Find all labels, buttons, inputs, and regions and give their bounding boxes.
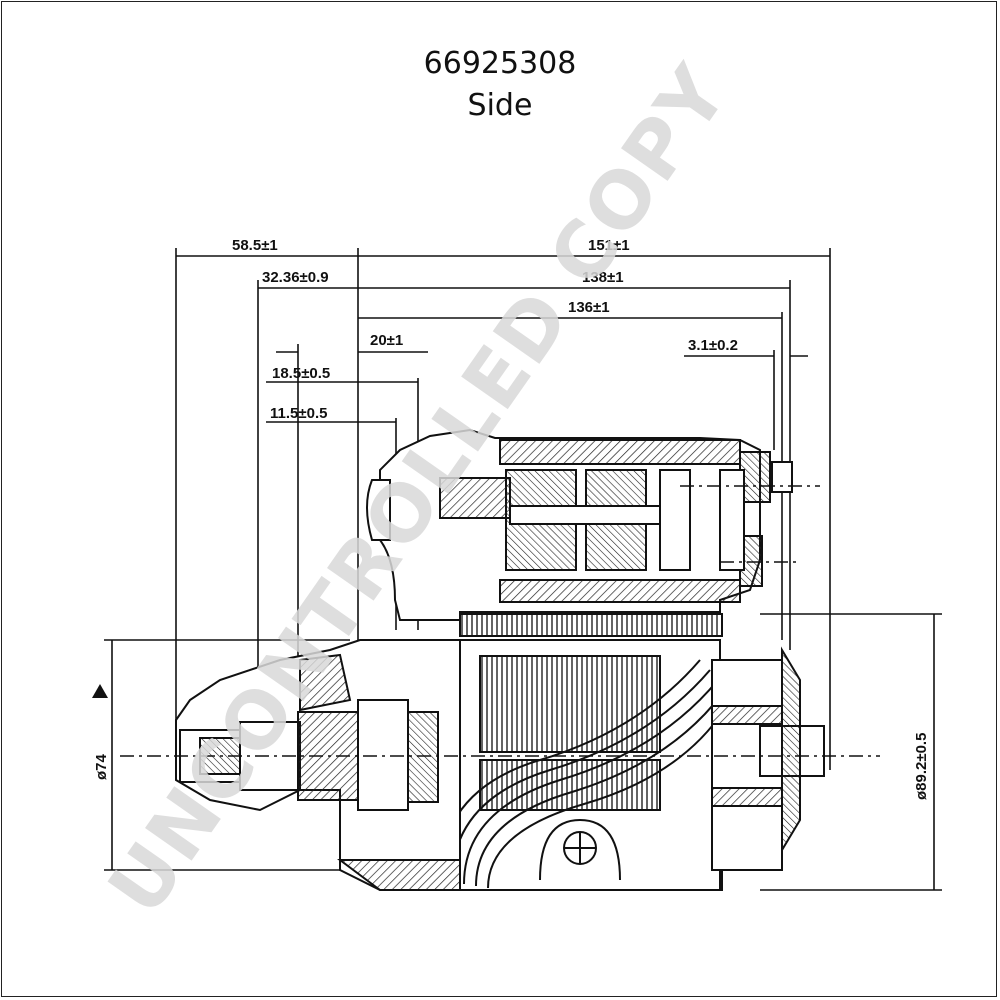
dim-32-36: 32.36±0.9 xyxy=(262,269,329,286)
dim-20: 20±1 xyxy=(370,332,403,349)
dim-18-5: 18.5±0.5 xyxy=(272,365,330,382)
centerlines xyxy=(120,485,880,757)
view-label: Side xyxy=(467,88,533,123)
dim-74: ø74 xyxy=(93,753,110,780)
dim-138: 138±1 xyxy=(582,269,624,286)
part-number-title: 66925308 xyxy=(423,46,577,81)
dim-11-5: 11.5±0.5 xyxy=(270,405,327,422)
dim-136: 136±1 xyxy=(568,299,610,316)
dim-3-1: 3.1±0.2 xyxy=(688,337,738,354)
dim-58-5: 58.5±1 xyxy=(232,237,278,254)
dim-151: 151±1 xyxy=(588,237,630,254)
datum-triangle-icon xyxy=(92,684,108,698)
dim-89-2: ø89.2±0.5 xyxy=(913,733,930,800)
